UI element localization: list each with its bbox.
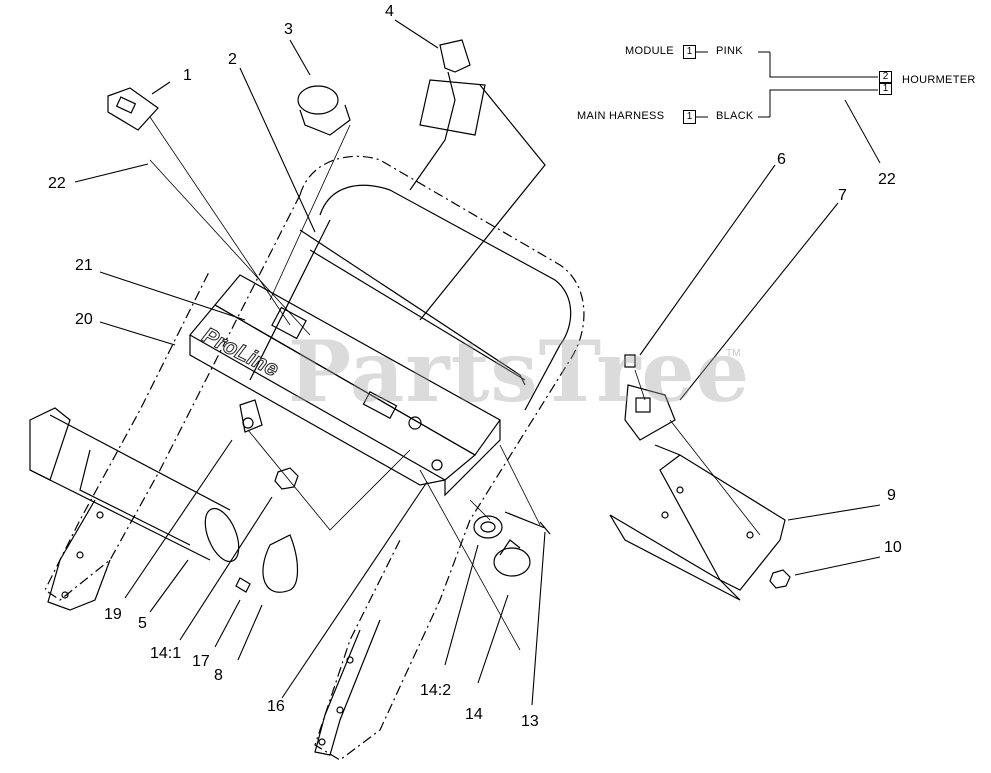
control-panel <box>189 229 526 497</box>
part-19-switch <box>239 399 263 433</box>
callout-leaders <box>74 19 881 706</box>
wiring-hourmeter-pin-1: 1 <box>879 83 892 95</box>
wiring-harness-wire: BLACK <box>716 110 754 122</box>
part-3-knob <box>297 85 351 136</box>
callout-20: 20 <box>75 311 93 328</box>
callout-13: 13 <box>521 713 539 730</box>
watermark: PartsTree <box>288 322 751 421</box>
callout-19: 19 <box>104 606 122 623</box>
part-17-screw <box>235 577 251 593</box>
callout-8: 8 <box>214 667 223 684</box>
wiring-hourmeter-label: HOURMETER <box>902 74 976 86</box>
part-4-throttle <box>409 39 546 321</box>
wiring-module-label: MODULE <box>625 45 674 57</box>
callout-7: 7 <box>838 187 847 204</box>
callout-5: 5 <box>138 615 147 632</box>
callout-14-1: 14:1 <box>150 645 182 662</box>
callout-22-right: 22 <box>878 171 896 188</box>
part-13-bolt <box>504 511 551 535</box>
handle-frame <box>44 155 585 761</box>
callout-6: 6 <box>777 151 786 168</box>
wiring-schematic <box>696 51 881 164</box>
assembly-lines <box>149 116 761 651</box>
callout-14-2: 14:2 <box>420 682 452 699</box>
callout-14: 14 <box>465 706 483 723</box>
part-14-knob <box>473 515 531 577</box>
part-1-hourmeter <box>107 87 159 131</box>
callout-4: 4 <box>385 3 394 20</box>
part-14-1-nut <box>274 467 299 490</box>
callout-10: 10 <box>884 539 902 556</box>
callout-2: 2 <box>228 51 237 68</box>
wiring-harness-pin: 1 <box>683 110 696 124</box>
callout-16: 16 <box>267 698 285 715</box>
callout-9: 9 <box>887 487 896 504</box>
wiring-module-wire: PINK <box>716 45 743 57</box>
part-10-nut <box>769 569 791 589</box>
callout-22-left: 22 <box>48 175 66 192</box>
part-9-bracket <box>609 444 786 601</box>
wiring-harness-label: MAIN HARNESS <box>577 110 665 122</box>
wiring-module-pin: 1 <box>683 45 696 59</box>
callout-17: 17 <box>192 653 210 670</box>
part-6-7-switch <box>624 354 676 441</box>
part-8-strap <box>262 534 299 593</box>
cylinder-tube <box>29 407 240 563</box>
callout-3: 3 <box>284 21 293 38</box>
handle-arms <box>47 499 381 756</box>
callout-1: 1 <box>183 67 192 84</box>
wiring-hourmeter-pin-2: 2 <box>879 71 892 83</box>
watermark-trademark: TM <box>726 348 741 359</box>
callout-21: 21 <box>75 257 93 274</box>
